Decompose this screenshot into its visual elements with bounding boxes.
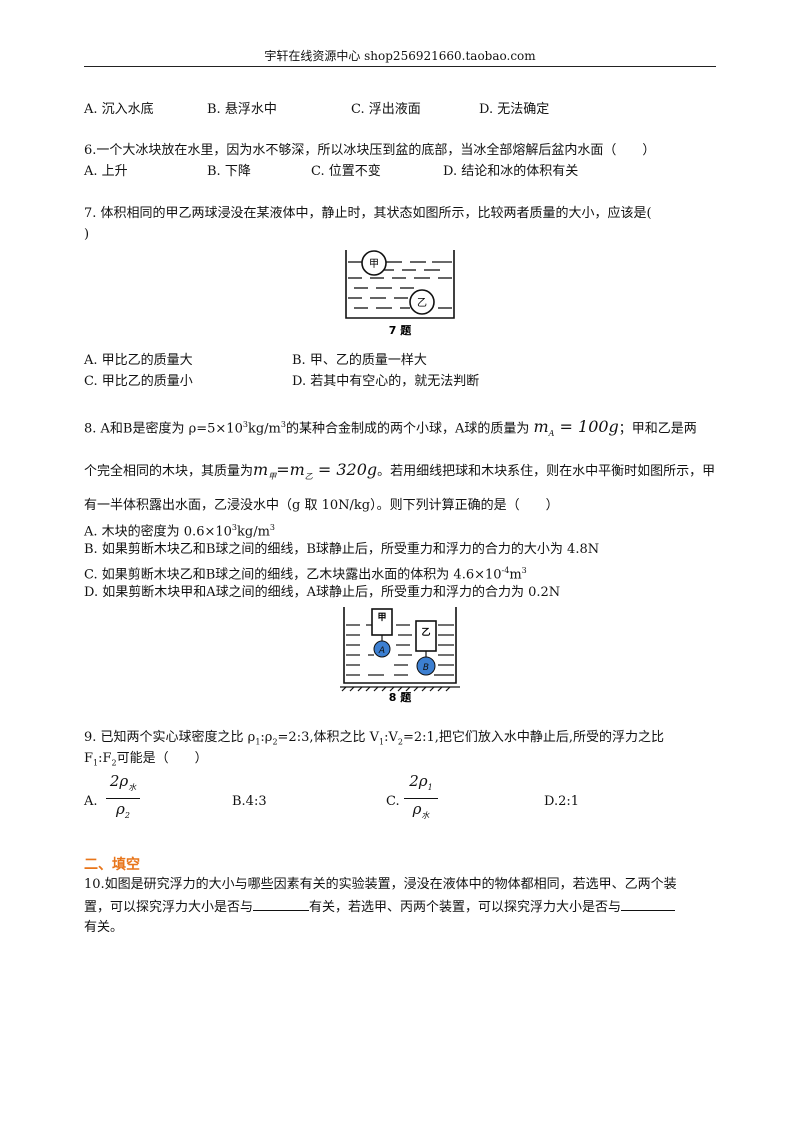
q9-option-c-label: C. xyxy=(386,794,400,809)
q8-mass-a-formula: mA = 100g xyxy=(533,417,619,439)
q10-stem-line1: 10.如图是研究浮力的大小与哪些因素有关的实验装置，浸没在液体中的物体都相同，若… xyxy=(84,877,677,892)
q8-option-c: C. 如果剪断木块乙和B球之间的细线，乙木块露出水面的体积为 4.6×10-4m… xyxy=(84,566,527,583)
q8-option-b: B. 如果剪断木块乙和B球之间的细线，B球静止后，所受重力和浮力的合力的大小为 … xyxy=(84,542,600,557)
q8-ball-b xyxy=(416,656,436,676)
q7-option-b: B. 甲、乙的质量一样大 xyxy=(292,353,427,368)
q5-option-a: A. 沉入水底 xyxy=(84,102,154,117)
q10-blank-1[interactable] xyxy=(253,898,310,911)
q7-ball-jia-label: 甲 xyxy=(369,259,379,270)
q10-stem-line2: 置，可以探究浮力大小是否与有关，若选甲、丙两个装置，可以探究浮力大小是否与 xyxy=(84,898,676,917)
q8-figure: 甲 A 乙 B 8 题 xyxy=(340,607,460,704)
q7-figure-caption: 7 题 xyxy=(389,324,412,337)
q5-option-b: B. 悬浮水中 xyxy=(207,102,277,117)
q6-option-d: D. 结论和冰的体积有关 xyxy=(443,164,579,179)
q5-option-c: C. 浮出液面 xyxy=(351,102,421,117)
q6-option-b: B. 下降 xyxy=(207,164,251,179)
q6-stem: 6.一个大冰块放在水里，因为水不够深，所以冰块压到盆的底部，当冰全部熔解后盆内水… xyxy=(84,143,656,158)
q7-option-a: A. 甲比乙的质量大 xyxy=(84,353,193,368)
q9-stem-line1: 9. 已知两个实心球密度之比 ρ1:ρ2=2:3,体积之比 V1:V2=2:1,… xyxy=(84,730,665,747)
q9-option-b: B.4:3 xyxy=(232,794,267,809)
q8-option-d: D. 如果剪断木块甲和A球之间的细线，A球静止后，所受重力和浮力的合力为 0.2… xyxy=(84,585,561,600)
q8-block-yi-label: 乙 xyxy=(421,627,430,638)
q8-mass-blocks-formula: m甲=m乙 = 320g xyxy=(253,460,378,482)
q8-stem-line2: 个完全相同的木块，其质量为m甲=m乙 = 320g。若用细线把球和木块系住，则在… xyxy=(84,460,716,482)
q8-stem-line1: 8. A和B是密度为 ρ=5×103kg/m3的某种合金制成的两个小球，A球的质… xyxy=(84,417,697,439)
q10-blank-2[interactable] xyxy=(621,898,676,911)
q9-option-a-fraction: 2ρ水 ρ2 xyxy=(106,772,140,825)
q5-option-d: D. 无法确定 xyxy=(479,102,550,117)
q8-block-jia-label: 甲 xyxy=(377,612,386,623)
page-header: 宇轩在线资源中心 shop256921660.taobao.com xyxy=(84,48,716,67)
q8-stem-line3: 有一半体积露出水面，乙浸没水中（g 取 10N/kg）。则下列计算正确的是（ ） xyxy=(84,498,559,513)
q8-ball-b-label: B xyxy=(423,663,429,673)
q9-option-c-fraction: 2ρ1 ρ水 xyxy=(404,772,438,825)
q7-option-d: D. 若其中有空心的，就无法判断 xyxy=(292,374,480,389)
q8-figure-caption: 8 题 xyxy=(389,691,412,704)
q7-ball-jia xyxy=(361,250,387,276)
q10-stem-line3: 有关。 xyxy=(84,920,124,935)
q6-option-a: A. 上升 xyxy=(84,164,128,179)
q7-ball-yi-label: 乙 xyxy=(417,297,427,309)
q7-ball-yi xyxy=(409,289,435,315)
q8-option-a: A. 木块的密度为 0.6×103kg/m3 xyxy=(84,523,275,540)
q7-stem-line1: 7. 体积相同的甲乙两球浸没在某液体中，静止时，其状态如图所示，比较两者质量的大… xyxy=(84,206,652,221)
q9-option-a-label: A. xyxy=(84,794,98,809)
q8-ball-a xyxy=(373,640,391,658)
q7-stem-line2: ) xyxy=(84,227,90,242)
q8-ball-a-label: A xyxy=(378,646,385,656)
q7-option-c: C. 甲比乙的质量小 xyxy=(84,374,193,389)
q9-option-d: D.2:1 xyxy=(544,794,580,809)
section-title-fill-in: 二、填空 xyxy=(84,857,140,873)
q7-figure: 甲 乙 7 题 xyxy=(345,250,455,337)
q9-stem-line2: F1:F2可能是（ ） xyxy=(84,751,208,768)
q6-option-c: C. 位置不变 xyxy=(311,164,381,179)
